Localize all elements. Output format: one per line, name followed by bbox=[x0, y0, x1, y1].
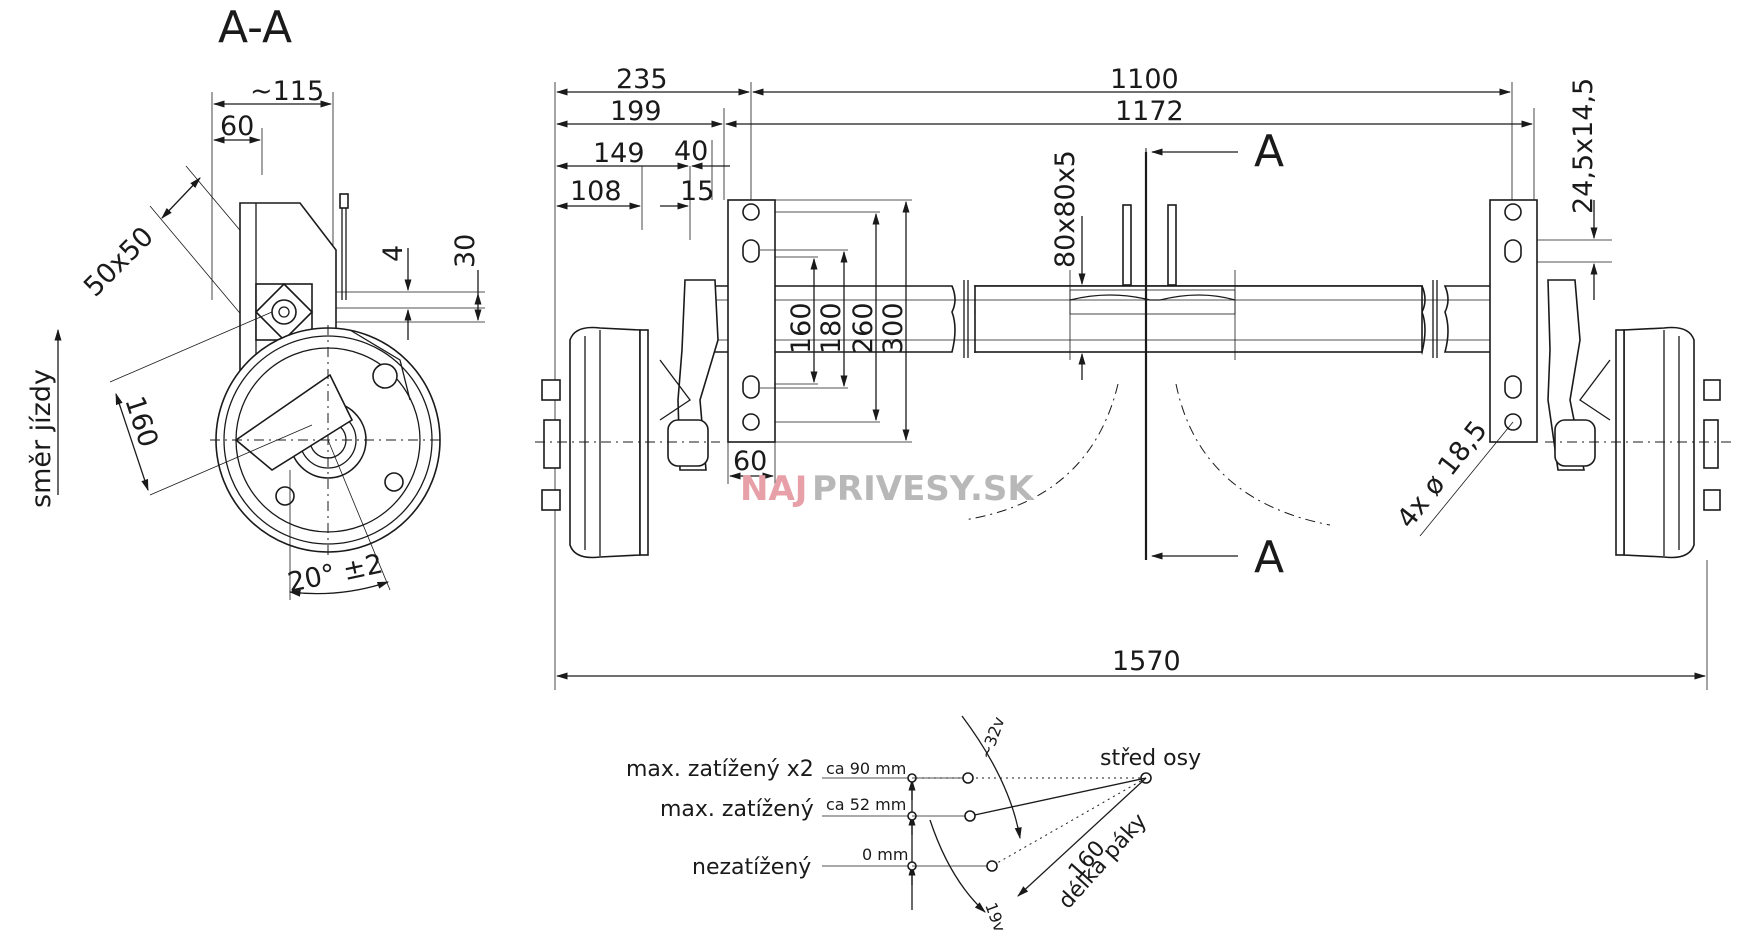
dim-offset-small: 4 bbox=[378, 245, 409, 262]
load-row-label: max. zatížený x2 bbox=[626, 757, 814, 782]
dim-offset-large: 30 bbox=[450, 234, 481, 268]
dim-plate-260: 260 bbox=[848, 302, 879, 354]
load-row-value: ca 52 mm bbox=[826, 795, 906, 814]
dim-40: 40 bbox=[674, 136, 708, 167]
dim-1100: 1100 bbox=[1110, 64, 1179, 95]
dim-slot: 24,5x14,5 bbox=[1568, 78, 1599, 214]
dim-plate-180: 180 bbox=[816, 302, 847, 354]
section-title: A-A bbox=[218, 2, 292, 53]
dim-width-total: ~115 bbox=[250, 76, 324, 107]
load-row-value: 0 mm bbox=[862, 845, 908, 864]
load-row-label: nezatížený bbox=[692, 855, 811, 880]
dim-plate-160: 160 bbox=[786, 302, 817, 354]
section-view: A-A ~115 60 50x50 4 30 bbox=[26, 2, 485, 600]
watermark-part2: PRIVESY bbox=[812, 469, 975, 509]
mounting-plate-left bbox=[727, 199, 776, 443]
dim-149: 149 bbox=[593, 138, 645, 169]
angle-bottom: 19v bbox=[981, 900, 1009, 935]
dim-width-arm: 60 bbox=[220, 111, 254, 142]
watermark-part3: .SK bbox=[970, 469, 1035, 509]
dim-15: 15 bbox=[680, 176, 714, 207]
direction-label: směr jízdy bbox=[26, 369, 57, 508]
main-view: 235 1100 199 1172 149 40 108 15 1570 bbox=[535, 64, 1735, 690]
section-mark-bottom: A bbox=[1254, 532, 1284, 583]
dim-235: 235 bbox=[616, 64, 668, 95]
center-label: střed osy bbox=[1100, 746, 1201, 771]
mounting-plate-right bbox=[1489, 199, 1538, 443]
dim-1570: 1570 bbox=[1112, 646, 1181, 677]
load-diagram: max. zatížený x2 ca 90 mm max. zatížený … bbox=[626, 714, 1201, 934]
dim-tube: 80x80x5 bbox=[1050, 150, 1081, 268]
watermark-part1: NAJ bbox=[740, 469, 807, 509]
dim-lever: 160 bbox=[118, 393, 163, 452]
swing-arm-right bbox=[1547, 279, 1585, 471]
dim-108: 108 bbox=[570, 176, 622, 207]
dim-plate-300: 300 bbox=[878, 302, 909, 354]
dim-plate-60: 60 bbox=[733, 446, 767, 477]
dim-profile: 50x50 bbox=[78, 221, 160, 303]
dim-199: 199 bbox=[610, 96, 662, 127]
dim-angle: 20° ±2 bbox=[285, 549, 386, 599]
dim-1172: 1172 bbox=[1115, 96, 1184, 127]
angle-top: ~32v bbox=[976, 714, 1009, 761]
load-row-label: max. zatížený bbox=[660, 797, 814, 822]
load-row-value: ca 90 mm bbox=[826, 759, 906, 778]
watermark: NAJ PRIVESY .SK bbox=[740, 469, 1035, 509]
section-mark-top: A bbox=[1254, 126, 1284, 177]
dim-holes: 4x ø 18,5 bbox=[1391, 415, 1494, 534]
